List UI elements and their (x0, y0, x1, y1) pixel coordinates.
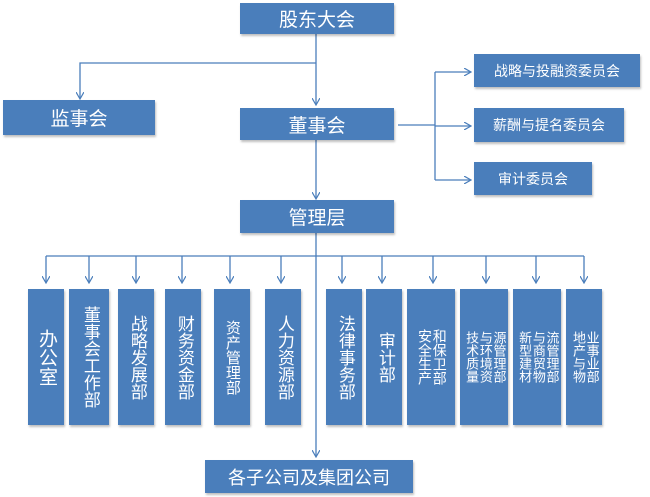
dept-materials-line-2: 与商贸物 (529, 331, 545, 383)
dept-asset-mgmt-box: 资产管理部 (214, 289, 250, 425)
dept-safety-line-2: 和保卫部 (430, 329, 447, 385)
committee-strategy-box: 战略与投融资委员会 (474, 54, 640, 87)
dept-safety-line-1: 安全生产 (416, 329, 432, 385)
dept-finance-box: 财务资金部 (165, 289, 201, 425)
subsidiaries-box: 各子公司及集团公司 (205, 460, 413, 493)
dept-hr-box: 人力资源部 (265, 289, 301, 425)
dept-realestate-line-1: 地产与物 (570, 331, 585, 383)
board-of-directors-box: 董事会 (240, 108, 394, 140)
dept-building-materials-box: 新型建材 与商贸物 流管理部 (513, 289, 561, 425)
dept-board-affairs-box: 董事会工作部 (69, 289, 109, 425)
dept-realestate-line-2: 业事业部 (583, 331, 599, 383)
dept-audit-box: 审计部 (366, 289, 402, 425)
dept-safety-box: 安全生产 和保卫部 (407, 289, 455, 425)
dept-real-estate-box: 地产与物 业事业部 (566, 289, 602, 425)
management-box: 管理层 (240, 200, 394, 233)
committee-remuneration-box: 薪酬与提名委员会 (474, 108, 624, 142)
dept-tech-line-3: 源管理部 (490, 331, 506, 383)
dept-tech-line-2: 与环境资 (476, 331, 492, 383)
dept-legal-box: 法律事务部 (326, 289, 362, 425)
dept-materials-line-3: 流管理部 (543, 331, 559, 383)
dept-tech-line-1: 技术质量 (463, 331, 479, 383)
supervisory-board-box: 监事会 (3, 100, 155, 135)
dept-tech-quality-box: 技术质量 与环境资 源管理部 (460, 289, 508, 425)
dept-office-box: 办公室 (28, 289, 64, 425)
dept-materials-line-1: 新型建材 (516, 331, 532, 383)
dept-strategy-box: 战略发展部 (118, 289, 154, 425)
committee-audit-box: 审计委员会 (474, 162, 592, 195)
shareholders-meeting-box: 股东大会 (240, 3, 394, 34)
